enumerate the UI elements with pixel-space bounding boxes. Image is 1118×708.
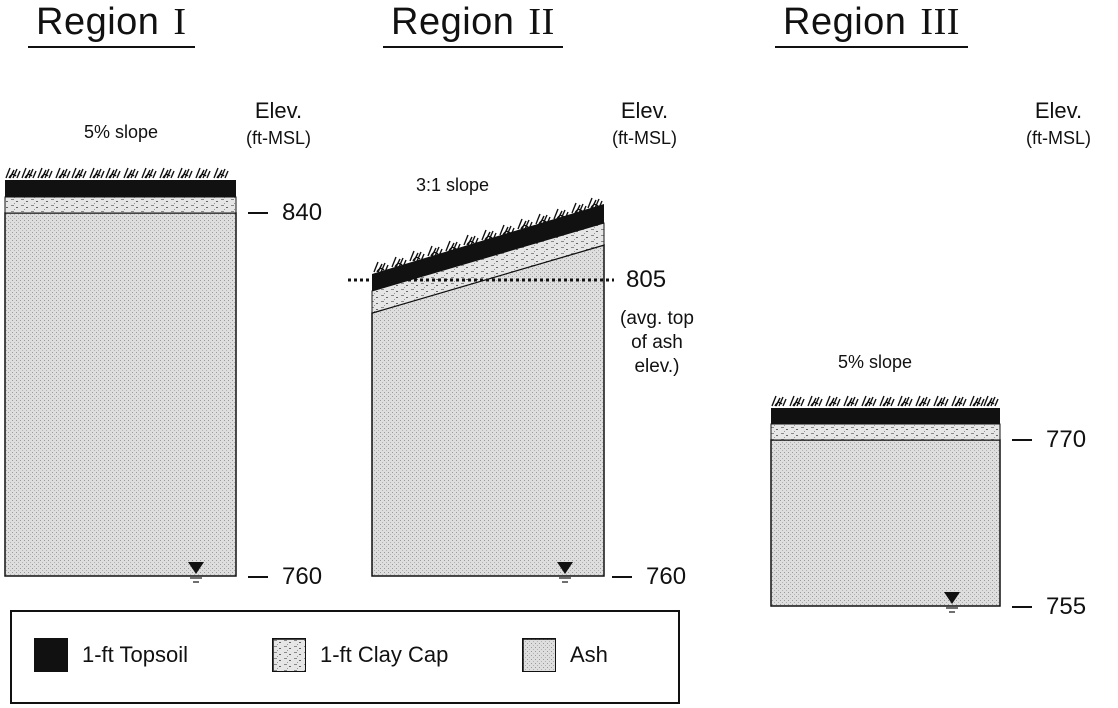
region-3-clay-layer — [770, 423, 1001, 441]
region-3-column — [770, 395, 1032, 613]
region-1-water-table-icon — [188, 562, 204, 583]
region-1-title: Region I — [28, 0, 195, 48]
region-2-column — [348, 197, 632, 583]
region-2-numeral: II — [528, 1, 555, 43]
region-3-ash-layer — [770, 439, 1001, 607]
region-3-elev-label: Elev. — [1034, 98, 1083, 123]
region-3-title: Region III — [775, 0, 968, 48]
region-2-title: Region II — [383, 0, 563, 48]
region-3-top-elev: 770 — [1046, 426, 1087, 453]
region-2-slope-label: 3:1 slope — [416, 175, 490, 195]
clay-swatch-icon — [272, 638, 306, 672]
region-1-slope-label: 5% slope — [84, 122, 159, 142]
region-3-bottom-elev: 755 — [1046, 593, 1087, 620]
region-2-elev-unit: (ft-MSL) — [612, 128, 677, 148]
region-3-title-text: Region — [783, 1, 907, 43]
region-2-topsoil-layer — [372, 204, 604, 291]
region-1-grass-icon — [5, 167, 229, 179]
region-3-elev-unit: (ft-MSL) — [1026, 128, 1091, 148]
region-3-grass-icon — [771, 395, 999, 407]
region-2-water-table-icon — [557, 562, 573, 583]
legend-topsoil-label: 1-ft Topsoil — [82, 642, 188, 667]
region-1-clay-layer — [4, 196, 237, 214]
region-1-ash-layer — [4, 212, 237, 577]
region-1-topsoil-layer — [5, 180, 236, 197]
region-3-slope-label: 5% slope — [838, 352, 913, 372]
region-2-elev-label: Elev. — [620, 98, 669, 123]
ash-swatch-icon — [522, 638, 556, 672]
region-1-top-elev: 840 — [282, 199, 323, 226]
region-2-top-elev: 805 — [626, 266, 667, 293]
legend-ash-label: Ash — [570, 642, 608, 667]
topsoil-swatch-icon — [34, 638, 68, 672]
region-3-topsoil-layer — [771, 408, 1000, 424]
region-3-water-table-icon — [944, 592, 960, 613]
region-1-column — [4, 167, 268, 583]
legend-item-clay: 1-ft Clay Cap — [272, 638, 448, 672]
region-2-title-text: Region — [391, 1, 515, 43]
region-1-elev-label: Elev. — [254, 98, 303, 123]
legend: 1-ft Topsoil 1-ft Clay Cap Ash — [10, 610, 680, 704]
region-2-bottom-elev: 760 — [646, 563, 687, 590]
region-1-numeral: I — [173, 1, 187, 43]
region-1-elev-unit: (ft-MSL) — [246, 128, 311, 148]
region-3-elev-header: Elev. (ft-MSL) — [1026, 98, 1091, 151]
region-2-elev-header: Elev. (ft-MSL) — [612, 98, 677, 151]
region-1-elev-header: Elev. (ft-MSL) — [246, 98, 311, 151]
legend-item-topsoil: 1-ft Topsoil — [34, 638, 188, 672]
region-1-title-text: Region — [36, 1, 160, 43]
region-2-clay-layer — [371, 222, 605, 314]
legend-clay-label: 1-ft Clay Cap — [320, 642, 449, 667]
region-2-top-note: (avg. top of ash elev.) — [620, 308, 694, 377]
region-1-bottom-elev: 760 — [282, 563, 323, 590]
legend-item-ash: Ash — [522, 638, 608, 672]
region-3-numeral: III — [920, 1, 960, 43]
